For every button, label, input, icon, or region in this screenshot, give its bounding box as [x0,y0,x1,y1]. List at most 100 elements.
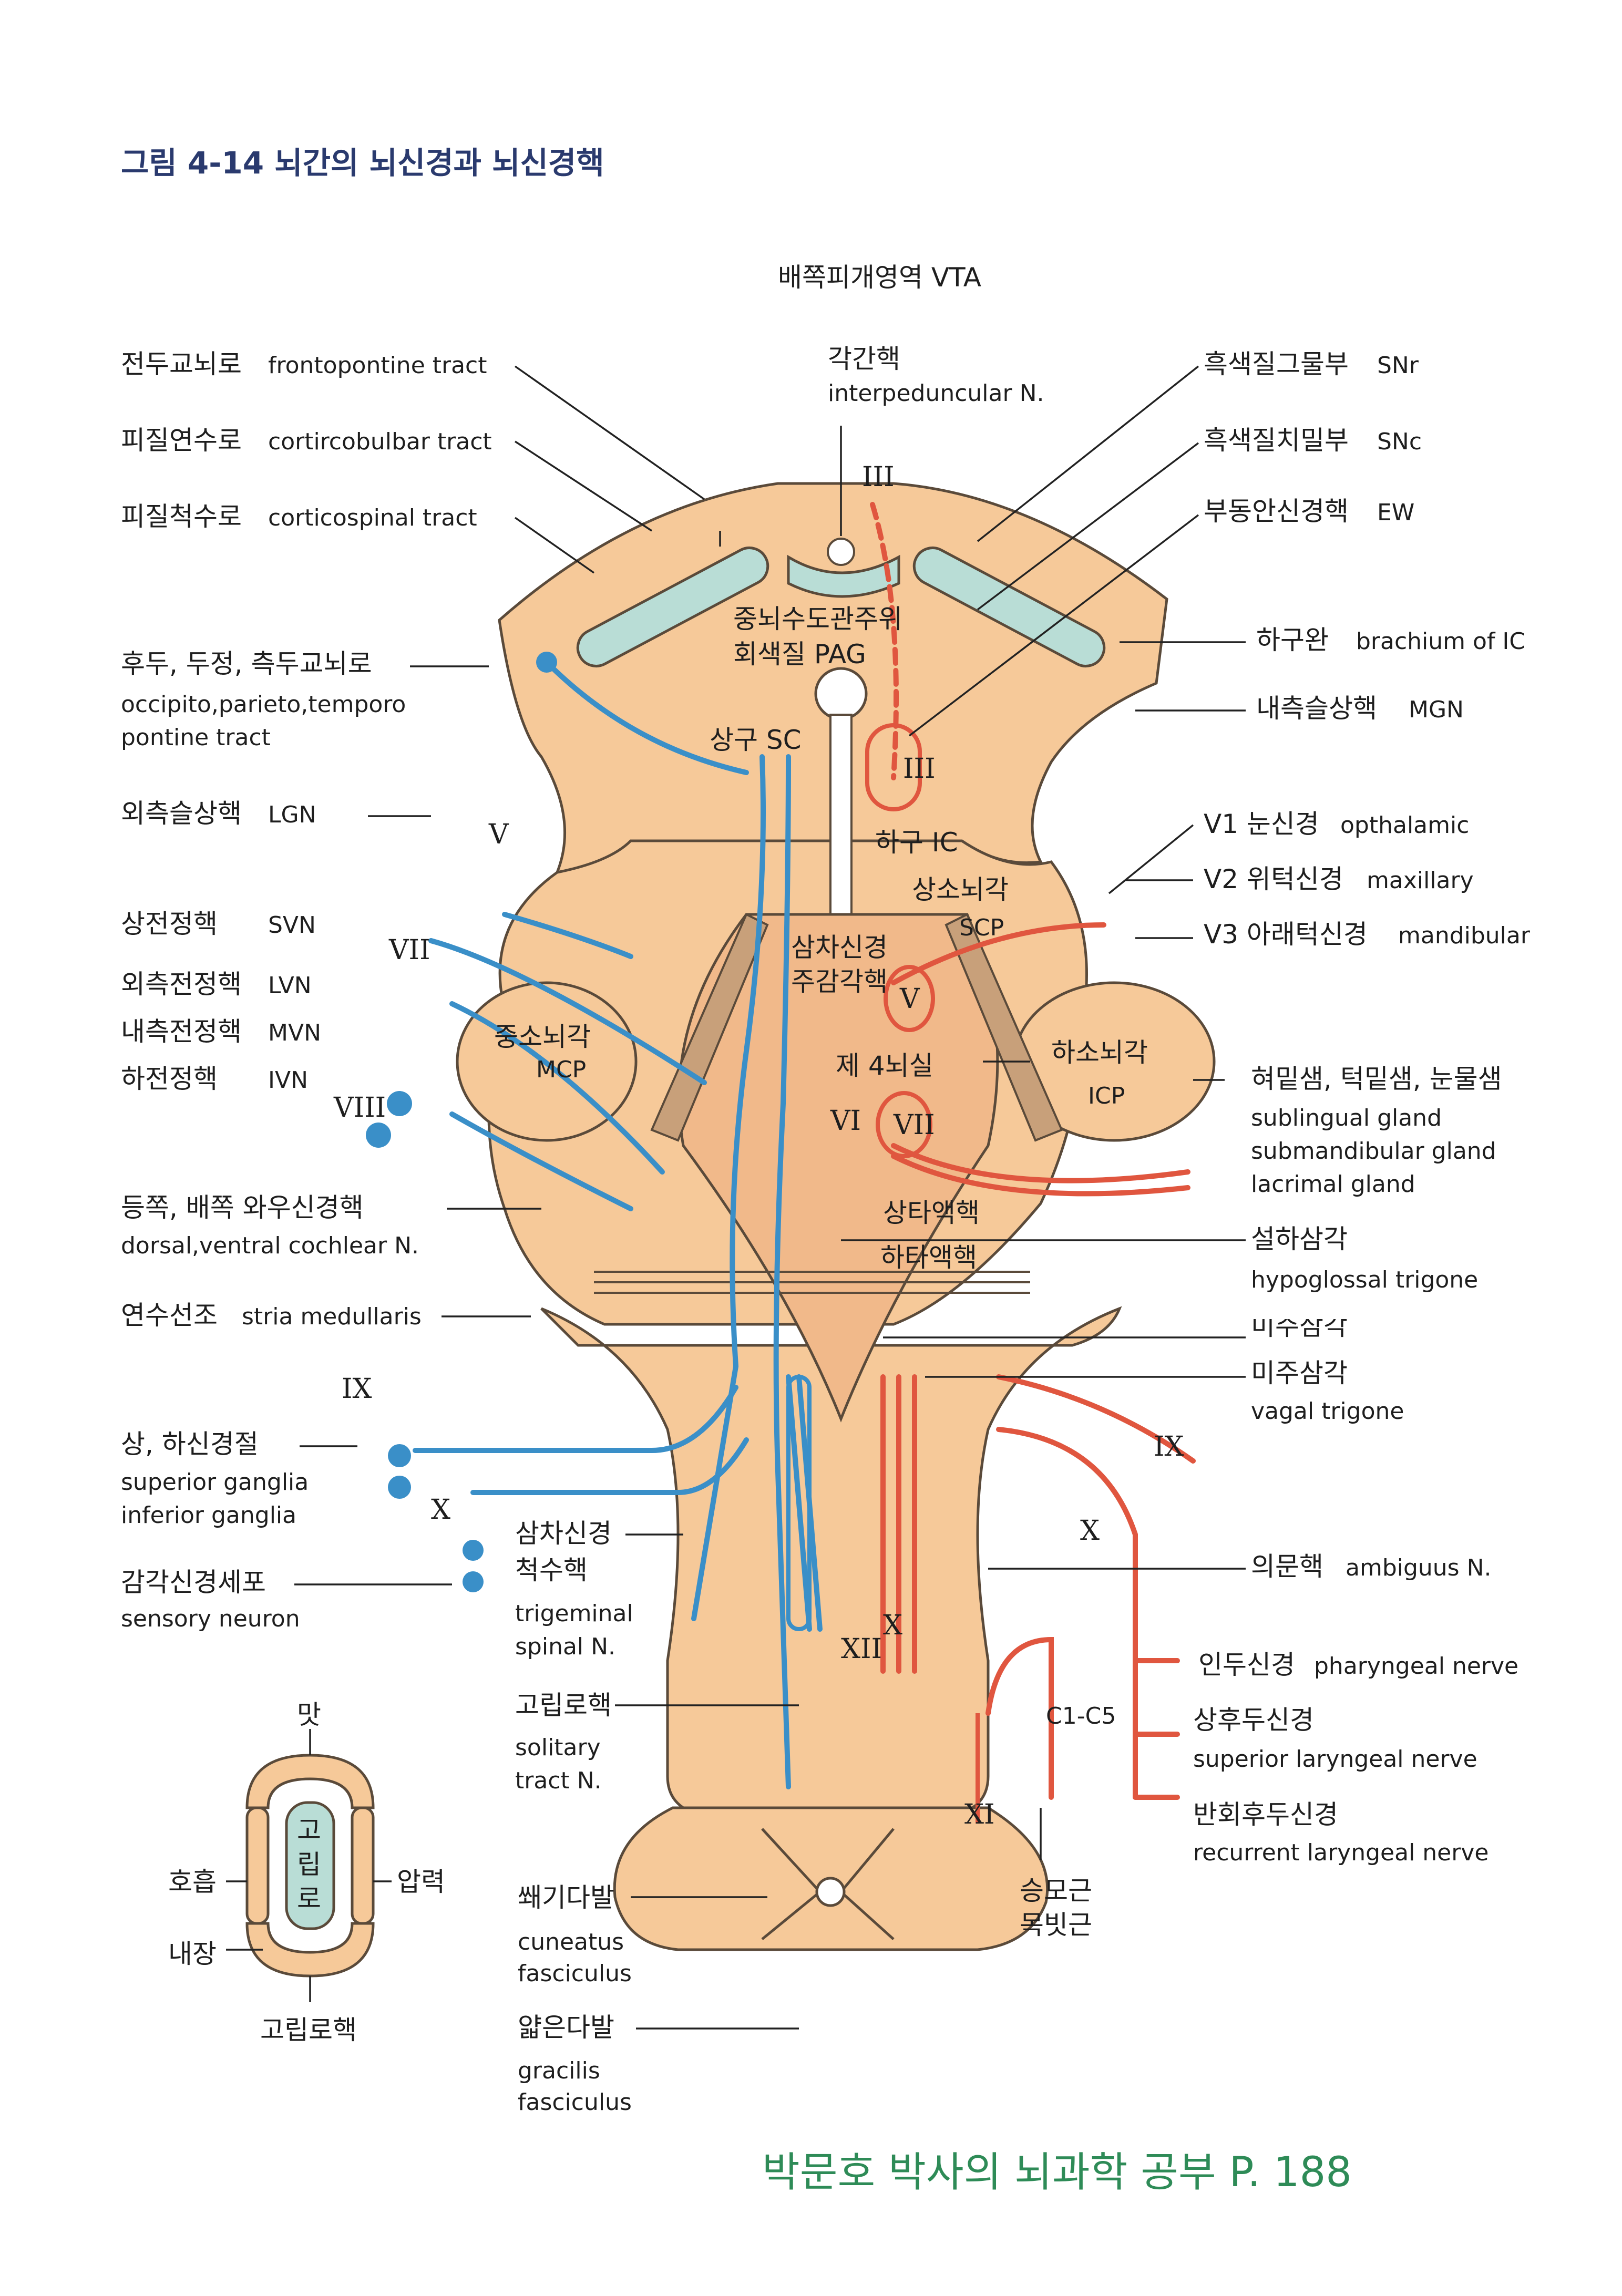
label-v1-en: opthalamic [1340,812,1469,839]
afferent-tracts [413,660,823,1789]
label-fpt-en: frontopontine tract [268,352,487,379]
inset-side-right [351,1806,375,1925]
label-ivn-ko: 하전정핵 [121,1064,218,1094]
label-svn-ko: 상전정핵 [121,909,218,939]
label-c1-c5: C1-C5 [1046,1703,1116,1729]
label-glands-en2: submandibular gland [1251,1138,1496,1165]
cerebral-aqueduct [814,667,868,720]
label-v3-en: mandibular [1398,922,1531,949]
substantia-nigra [576,547,1106,667]
label-sln-ko: 상후두신경 [1193,1705,1314,1735]
spinal-gray-matter [761,1828,895,1940]
label-solitary-1: 고립로핵 [515,1690,612,1721]
roman-xii: XII [841,1633,882,1665]
label-sensory-ko: 감각신경세포 [121,1567,266,1598]
label-cochlear-en: dorsal,ventral cochlear N. [121,1232,419,1259]
label-glands-ko: 혀밑샘, 턱밑샘, 눈물샘 [1251,1064,1502,1094]
roman-vi: VI [830,1105,861,1137]
label-cbt-en: cortircobulbar tract [268,428,492,455]
inset-label-solitary-nucleus: 고립로핵 [260,2015,357,2045]
label-solitary-2: solitary [515,1734,601,1761]
efferent-tracts [870,502,1196,1800]
label-lvn-en: LVN [268,972,312,999]
label-otp-en2: pontine tract [121,724,271,751]
label-cst-en: corticospinal tract [268,504,477,531]
label-pharyngeal-en: pharyngeal nerve [1314,1653,1518,1680]
label-v3-ko: V3 아래턱신경 [1204,919,1368,950]
inset-core [285,1801,335,1930]
label-icp-en: ICP [1088,1083,1125,1109]
label-tsn-4: spinal N. [515,1633,615,1660]
label-sln-en: superior laryngeal nerve [1193,1746,1477,1773]
label-superior-salivatory: 상타액핵 [883,1198,980,1228]
label-ganglia-en2: inferior ganglia [121,1502,296,1529]
label-ew-ko: 부동안신경핵 [1204,496,1349,527]
label-sternocleidomastoid: 목빗근 [1020,1910,1092,1940]
label-trapezius: 승모근 [1020,1876,1092,1906]
label-tsn-3: trigeminal [515,1600,633,1627]
label-icp-ko: 하소뇌각 [1051,1037,1148,1068]
label-snr-en: SNr [1377,352,1419,379]
label-ew-en: EW [1377,499,1414,526]
page-footer: 박문호 박사의 뇌과학 공부 P. 188 [762,2149,1352,2196]
medulla [540,1306,1122,1809]
label-mvn-ko: 내측전정핵 [121,1016,242,1047]
label-solitary-3: tract N. [515,1767,602,1794]
label-fourth-ventricle: 제 4뇌실 [836,1051,933,1081]
label-scp-ko: 상소뇌각 [912,874,1009,905]
label-bic-en: brachium of IC [1356,628,1525,655]
label-hypoglossal-trigone-en: hypoglossal trigone [1251,1267,1478,1293]
label-gracilis-1: 얇은다발 [518,2012,614,2043]
label-sensory-en: sensory neuron [121,1605,300,1632]
label-cbt-ko: 피질연수로 [121,425,242,456]
roman-vii: VII [388,934,430,966]
label-ip-en: interpeduncular N. [828,380,1044,407]
label-vta: 배쪽피개영역 VTA [778,262,981,293]
roman-x-right: X [1080,1515,1100,1547]
label-vagal-trigone-ko: 미주삼각 [1251,1358,1348,1388]
roman-viii: VIII [333,1092,386,1124]
label-v2-en: maxillary [1367,867,1474,894]
inset-label-pressure: 압력 [397,1867,445,1897]
roman-vii-nucleus: VII [893,1109,935,1141]
label-inferior-salivatory: 하타액핵 [880,1242,977,1273]
roman-v: V [488,819,509,850]
roman-x-left: X [431,1494,450,1526]
label-pst-2: 주감각핵 [791,966,888,997]
label-cuneatus-1: 쐐기다발 [518,1882,614,1913]
label-ambiguus-ko: 의문핵 [1251,1551,1323,1582]
connector-lines [294,365,1246,2030]
inset-arc-bottom [245,1922,375,1978]
roman-ix-right: IX [1154,1431,1184,1463]
scp-right [945,913,1063,1142]
label-snc-en: SNc [1377,428,1422,455]
label-rln-en: recurrent laryngeal nerve [1193,1839,1488,1866]
efferent-nuclei [865,723,980,1824]
label-ganglia-ko: 상, 하신경절 [121,1429,259,1459]
afferent-ganglia [366,652,557,1592]
roman-ix-left: IX [342,1373,372,1405]
label-cochlear-ko: 등쪽, 배쪽 와우신경핵 [121,1192,364,1223]
inset-arc-top [245,1754,375,1809]
stria-medullaris-lines [594,1271,1030,1294]
label-cuneatus-2: cuneatus [518,1929,624,1955]
label-v1-ko: V1 눈신경 [1204,809,1319,839]
label-cuneatus-3: fasciculus [518,1960,632,1987]
label-vagal-trigone-cut: 미주삼각 [1251,1311,1348,1341]
label-tsn-2: 척수핵 [515,1555,588,1585]
label-sc: 상구 SC [710,725,802,755]
label-fpt-ko: 전두교뇌로 [121,349,242,379]
label-ivn-en: IVN [268,1067,308,1094]
figure-title: 그림 4-14 뇌간의 뇌신경과 뇌신경핵 [121,145,604,181]
label-vagal-trigone-en: vagal trigone [1251,1398,1404,1425]
label-svn-en: SVN [268,912,316,939]
label-pharyngeal-ko: 인두신경 [1198,1650,1295,1680]
label-tsn-1: 삼차신경 [515,1518,612,1549]
interpeduncular-nucleus [827,538,855,566]
label-mcp-ko: 중소뇌각 [494,1022,591,1052]
roman-iii-nucleus: III [903,753,936,785]
inset-label-breathing: 호흡 [168,1867,217,1897]
inset-core-char-2: 립 [297,1849,321,1880]
roman-iii: III [862,461,895,493]
label-glands-en3: lacrimal gland [1251,1171,1415,1198]
